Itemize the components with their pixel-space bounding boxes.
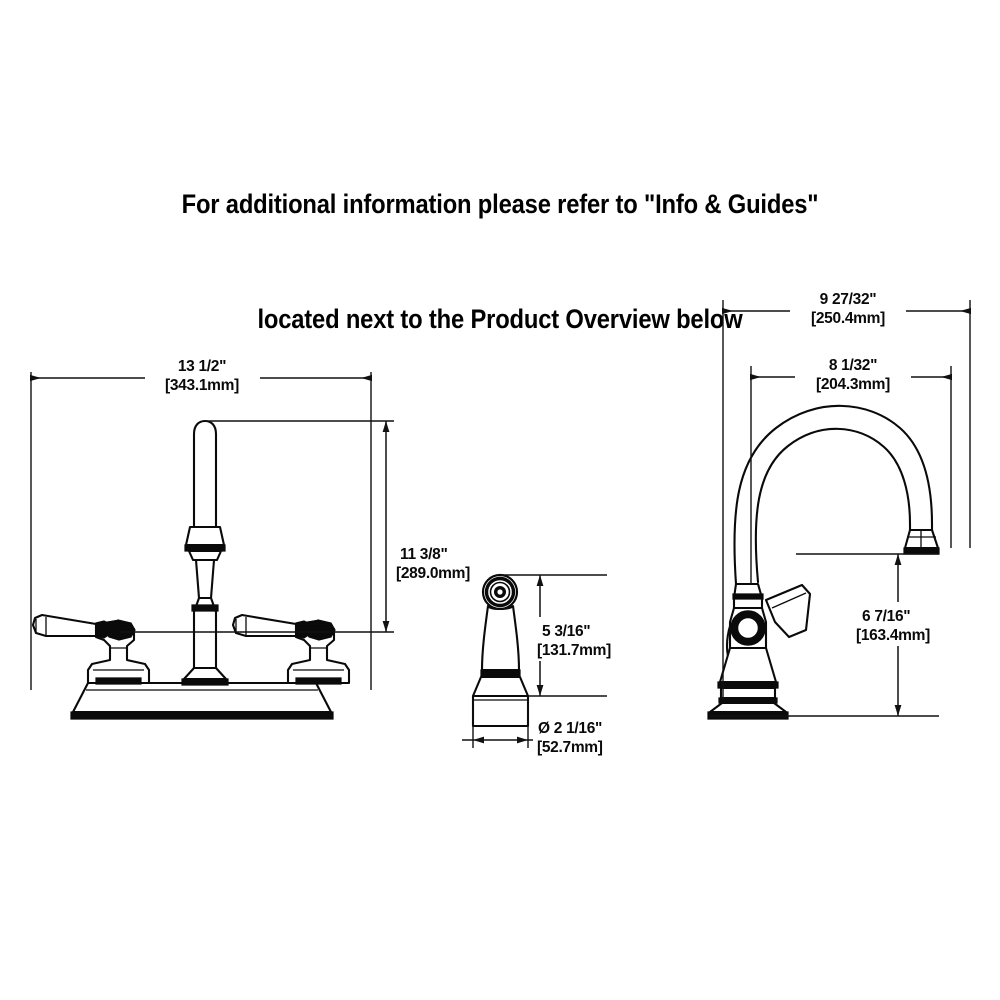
side-spout-reach-metric: [204.3mm] — [816, 376, 890, 393]
side-spout-height-metric: [163.4mm] — [856, 627, 930, 644]
side-profile-view — [707, 404, 940, 720]
spray-height-metric: [131.7mm] — [537, 642, 611, 659]
page-title: For additional information please refer … — [60, 108, 940, 415]
page-title-line-1: For additional information please refer … — [181, 188, 819, 219]
front-height-metric: [289.0mm] — [396, 565, 470, 582]
spray-head — [481, 573, 519, 611]
dimension-front-width: 13 1/2" [343.1mm] — [30, 352, 372, 690]
front-right-handle — [231, 613, 351, 685]
side-spray-view — [471, 573, 530, 728]
front-height-imperial: 11 3/8" — [400, 546, 448, 563]
page-title-line-2: located next to the Product Overview bel… — [257, 303, 743, 334]
dimension-side-spout-reach: 8 1/32" [204.3mm] — [750, 351, 952, 584]
front-center-spout — [181, 419, 229, 686]
gooseneck-spout — [733, 404, 940, 586]
side-spout-height-imperial: 6 7/16" — [862, 608, 910, 625]
front-view — [31, 419, 351, 720]
spray-diameter-imperial: Ø 2 1/16" — [538, 720, 602, 737]
spray-height-imperial: 5 3/16" — [542, 623, 590, 640]
side-column-body — [707, 582, 789, 720]
dimension-spray-height: 5 3/16" [131.7mm] — [500, 574, 646, 697]
side-overall-reach-imperial: 9 27/32" — [820, 291, 877, 308]
front-left-handle — [31, 613, 151, 685]
front-width-metric: [343.1mm] — [165, 377, 239, 394]
front-width-imperial: 13 1/2" — [178, 358, 226, 375]
side-overall-reach-metric: [250.4mm] — [811, 310, 885, 327]
dimension-side-spout-height: 6 7/16" [163.4mm] — [710, 553, 969, 717]
dimension-side-overall-reach: 9 27/32" [250.4mm] — [722, 285, 971, 700]
spray-diameter-metric: [52.7mm] — [537, 739, 603, 756]
dimension-front-height: 11 3/8" [289.0mm] — [120, 420, 512, 633]
dimension-spray-diameter: Ø 2 1/16" [52.7mm] — [462, 700, 645, 758]
side-spout-reach-imperial: 8 1/32" — [829, 357, 877, 374]
front-escutcheon-plate — [70, 681, 334, 720]
